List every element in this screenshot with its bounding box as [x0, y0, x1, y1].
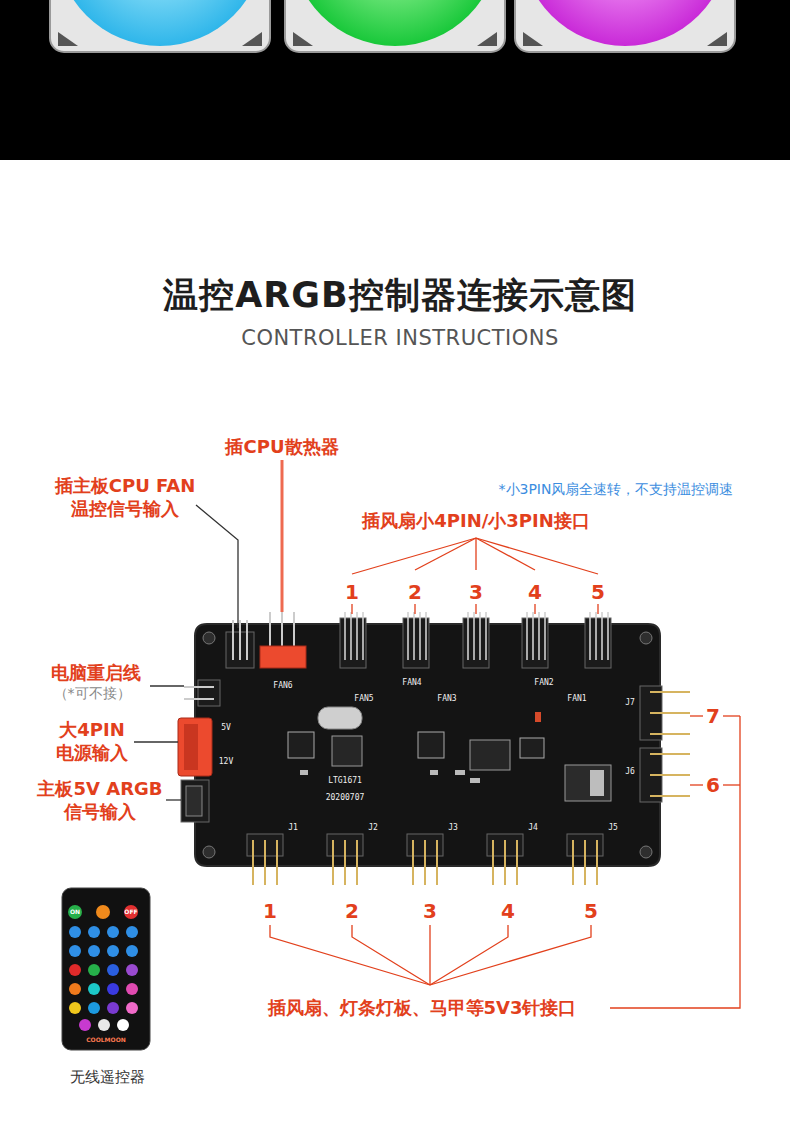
callout-label: 大4PIN 电源输入: [37, 719, 147, 764]
fan-illustration: [0, 0, 790, 160]
brand-label: COOLMOON: [86, 1036, 126, 1044]
callout-number: 3: [469, 580, 483, 605]
button-label: OFF: [124, 908, 137, 916]
callout-number: 4: [501, 899, 515, 924]
pin-name: FAN5: [354, 694, 373, 704]
callout-label: 插风扇、灯条灯板、马甲等5V3针接口: [268, 997, 577, 1020]
subtitle: CONTROLLER INSTRUCTIONS: [241, 325, 559, 351]
callout-label: 主板5V ARGB 信号输入: [30, 778, 170, 823]
caption-label: 无线遥控器: [70, 1068, 145, 1087]
pin-name: J4: [528, 823, 538, 833]
pin-name: J7: [625, 698, 635, 708]
part-name: LTG1671: [328, 776, 362, 786]
pin-name: 12V: [219, 757, 233, 767]
callout-number: 4: [528, 580, 542, 605]
callout-label: 电脑重启线: [51, 662, 141, 685]
callout-number: 5: [584, 899, 598, 924]
callout-label: 插CPU散热器: [225, 436, 338, 459]
callout-number: 1: [345, 580, 359, 605]
pin-name: J3: [448, 823, 458, 833]
callout-number: 1: [263, 899, 277, 924]
pin-name: FAN3: [437, 694, 456, 704]
pin-name: J5: [608, 823, 618, 833]
title: 温控ARGB控制器连接示意图: [163, 274, 636, 318]
callout-number: 3: [423, 899, 437, 924]
pin-name: FAN4: [402, 678, 421, 688]
callout-number: 2: [345, 899, 359, 924]
pin-name: 5V: [221, 723, 231, 733]
callout-number: 7: [706, 704, 720, 729]
callout-number: 5: [591, 580, 605, 605]
callout-number: 2: [408, 580, 422, 605]
pin-name: FAN6: [273, 681, 292, 691]
pin-name: FAN2: [534, 678, 553, 688]
part-name: 20200707: [326, 793, 365, 803]
note: （*可不接）: [54, 685, 131, 703]
pin-name: J2: [368, 823, 378, 833]
pin-name: J1: [288, 823, 298, 833]
pin-name: FAN1: [567, 694, 586, 704]
callout-number: 6: [706, 773, 720, 798]
callout-label: 插风扇小4PIN/小3PIN接口: [362, 510, 590, 533]
callout-label: 插主板CPU FAN 温控信号输入: [40, 475, 210, 520]
button-label: ON: [70, 908, 80, 916]
pin-name: J6: [625, 767, 635, 777]
note: *小3PIN风扇全速转，不支持温控调速: [499, 481, 734, 499]
